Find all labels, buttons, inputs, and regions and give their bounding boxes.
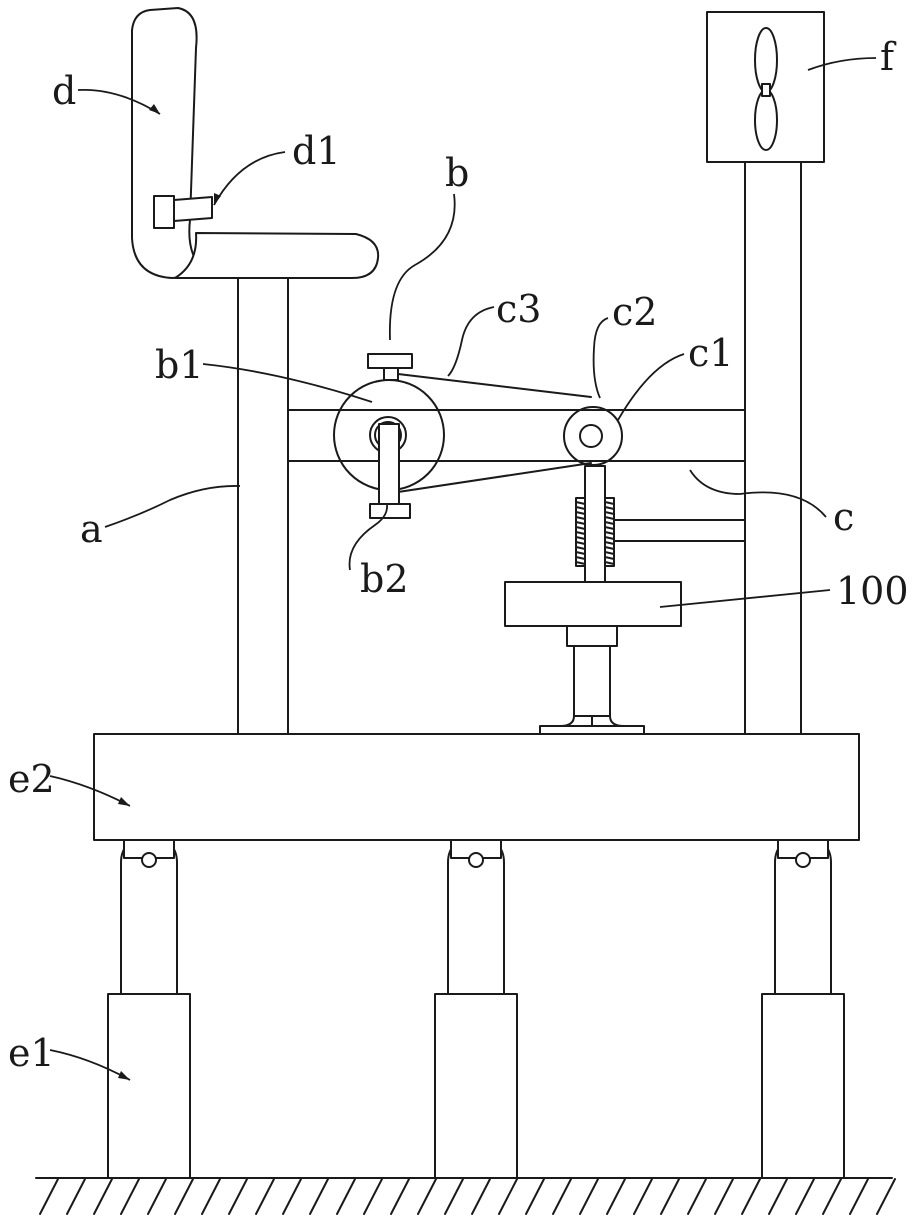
label-e2: e2 xyxy=(8,757,55,801)
ground-hatch-line xyxy=(67,1179,85,1214)
seat xyxy=(132,8,378,278)
label-b2: b2 xyxy=(360,557,409,601)
ground-hatch-line xyxy=(202,1179,220,1214)
ground-hatch-line xyxy=(256,1179,274,1214)
ground-hatch-line xyxy=(121,1179,139,1214)
ground-hatch-line xyxy=(769,1179,787,1214)
lifting-leg-left xyxy=(108,834,190,1178)
ground-hatch-line xyxy=(553,1179,571,1214)
label-d: d xyxy=(52,69,76,113)
ground-hatch-line xyxy=(499,1179,517,1214)
ground-hatch-line xyxy=(877,1179,895,1214)
ground-hatch-line xyxy=(40,1179,58,1214)
label-100: 100 xyxy=(836,569,909,613)
seat-adjuster xyxy=(174,197,212,221)
ground-hatch-line xyxy=(850,1179,868,1214)
base-platform xyxy=(94,734,859,840)
ground-hatch-line xyxy=(715,1179,733,1214)
label-a: a xyxy=(80,507,103,551)
vertical-shaft-assembly xyxy=(505,466,745,734)
ground-hatch-line xyxy=(175,1179,193,1214)
ground-hatch-line xyxy=(580,1179,598,1214)
ground-hatch-line xyxy=(688,1179,706,1214)
ground-hatch-line xyxy=(742,1179,760,1214)
label-d1: d1 xyxy=(292,129,341,173)
ground-hatch-line xyxy=(148,1179,166,1214)
ground-hatch-line xyxy=(391,1179,409,1214)
ground-hatch-line xyxy=(823,1179,841,1214)
ground-hatch-line xyxy=(364,1179,382,1214)
ground-hatch-line xyxy=(337,1179,355,1214)
ground-hatch-line xyxy=(94,1179,112,1214)
ground-hatch-line xyxy=(229,1179,247,1214)
label-f: f xyxy=(880,35,897,79)
ground-hatch-line xyxy=(283,1179,301,1214)
ground-hatch-line xyxy=(661,1179,679,1214)
ground-hatch-line xyxy=(445,1179,463,1214)
lifting-leg-right xyxy=(762,834,844,1178)
lifting-leg-middle xyxy=(435,834,517,1178)
label-c: c xyxy=(833,495,854,539)
fan-unit xyxy=(707,12,824,162)
seat-clamp xyxy=(154,196,174,228)
label-b1: b1 xyxy=(155,343,204,387)
ground-hatch-line xyxy=(634,1179,652,1214)
ground-hatch-line xyxy=(796,1179,814,1214)
fan-hub xyxy=(762,84,770,96)
label-b: b xyxy=(445,151,469,195)
label-c3: c3 xyxy=(496,287,541,331)
label-c1: c1 xyxy=(688,331,733,375)
ground-hatch-line xyxy=(418,1179,436,1214)
label-e1: e1 xyxy=(8,1031,55,1075)
ground-hatch-line xyxy=(526,1179,544,1214)
label-c2: c2 xyxy=(612,290,657,334)
ground-hatch-line xyxy=(607,1179,625,1214)
ground-hatch-line xyxy=(472,1179,490,1214)
ground xyxy=(36,1178,895,1214)
ground-hatch-line xyxy=(310,1179,328,1214)
